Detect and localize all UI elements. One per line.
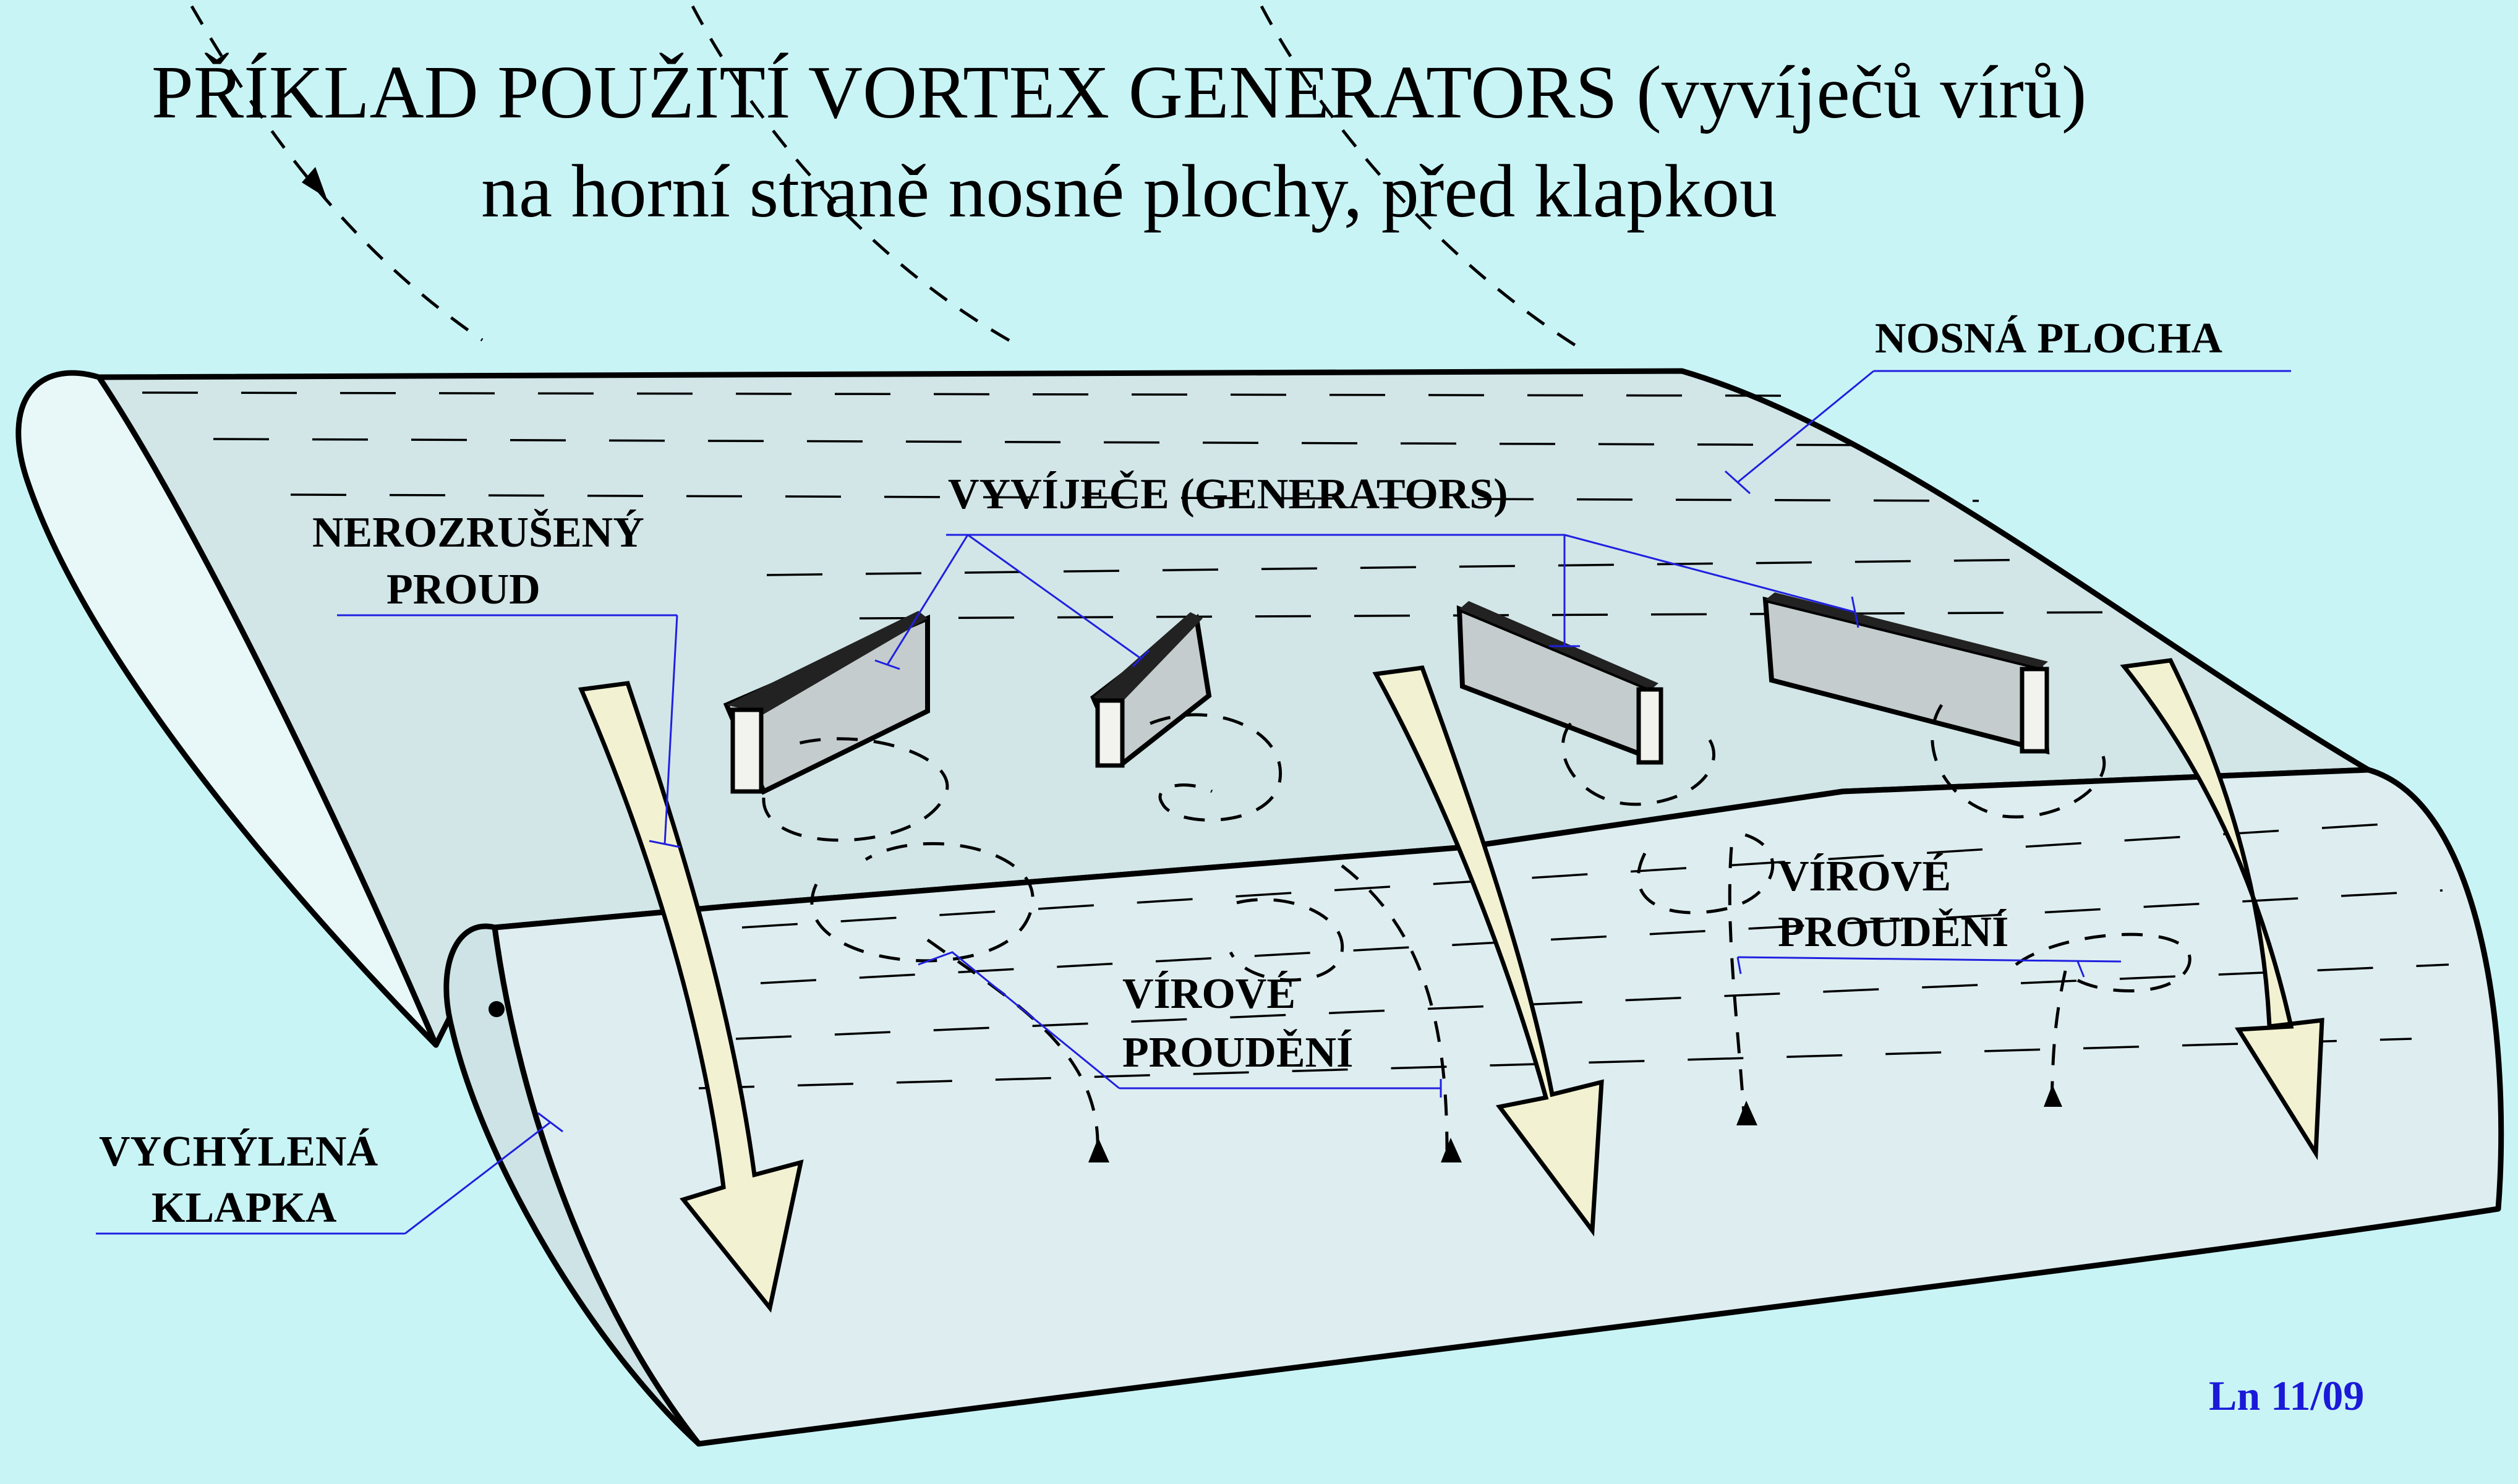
label-vychylena: VYCHÝLENÁ (99, 1128, 378, 1175)
leader-lines (96, 370, 2291, 1235)
label-nerozruseny: NEROZRUŠENÝ (312, 509, 644, 556)
label-proudeni-center: PROUDĚNÍ (1122, 1029, 1353, 1077)
vortex-generator-4 (1762, 592, 2050, 755)
label-virove-center: VÍROVÉ (1122, 970, 1295, 1018)
label-proudeni-right: PROUDĚNÍ (1778, 908, 2008, 956)
incoming-streamlines (190, 5, 1578, 348)
label-vyvijece: VYVÍJEČE (GENERATORS) (948, 471, 1508, 518)
vortex-spirals (762, 704, 2192, 1162)
surface-lines (142, 391, 2449, 1090)
label-klapka: KLAPKA (152, 1184, 337, 1232)
signature: Ln 11/09 (2209, 1372, 2364, 1419)
label-nosna-plocha: NOSNÁ PLOCHA (1875, 315, 2222, 362)
title-line-1: PŘÍKLAD POUŽITÍ VORTEX GENERATORS (vyvíj… (152, 51, 2086, 134)
label-proud: PROUD (386, 566, 540, 613)
title-line-2: na horní straně nosné plochy, před klapk… (481, 150, 1777, 233)
vortex-generator-2 (1090, 612, 1212, 768)
undisturbed-flow-arrows (578, 658, 2324, 1313)
label-virove-right: VÍROVÉ (1778, 853, 1951, 900)
